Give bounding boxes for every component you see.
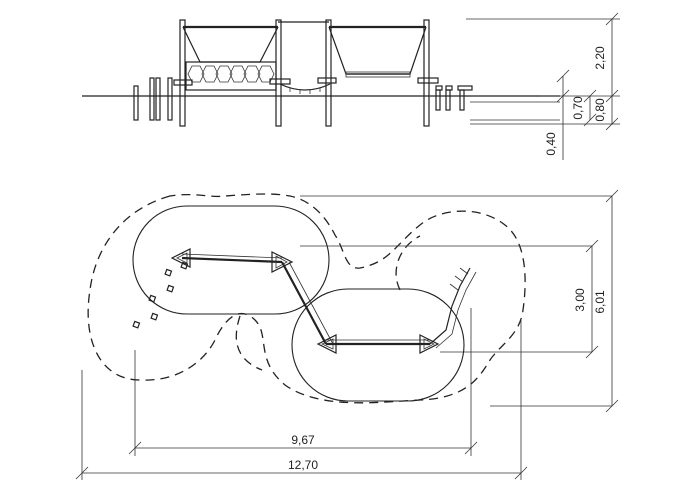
cable-bridges: [181, 253, 477, 349]
climbing-net-panel: [182, 26, 279, 91]
step-posts-left: [133, 77, 173, 121]
dim-depth-below: 0,40: [544, 132, 558, 156]
play-zone-left: [132, 205, 330, 315]
dim-inner-length: 9,67: [291, 433, 315, 447]
dim-total-length: 12,70: [288, 458, 318, 472]
triangle-platforms: [170, 248, 440, 354]
safety-zone-outline: [87, 193, 526, 404]
step-posts-right: [435, 85, 473, 111]
plan-view: [75, 189, 619, 480]
dim-total-depth: 6,01: [593, 290, 607, 314]
dim-height-platform: 0,70: [571, 96, 585, 120]
dim-zone-depth: 3,00: [573, 288, 587, 312]
platforms: [173, 77, 439, 86]
play-zone-right: [291, 288, 465, 402]
dim-height-total: 2,20: [593, 46, 607, 70]
dim-height-deck: 0,80: [593, 98, 607, 122]
stepping-stones: [132, 261, 189, 329]
elevation-view: [82, 12, 620, 160]
